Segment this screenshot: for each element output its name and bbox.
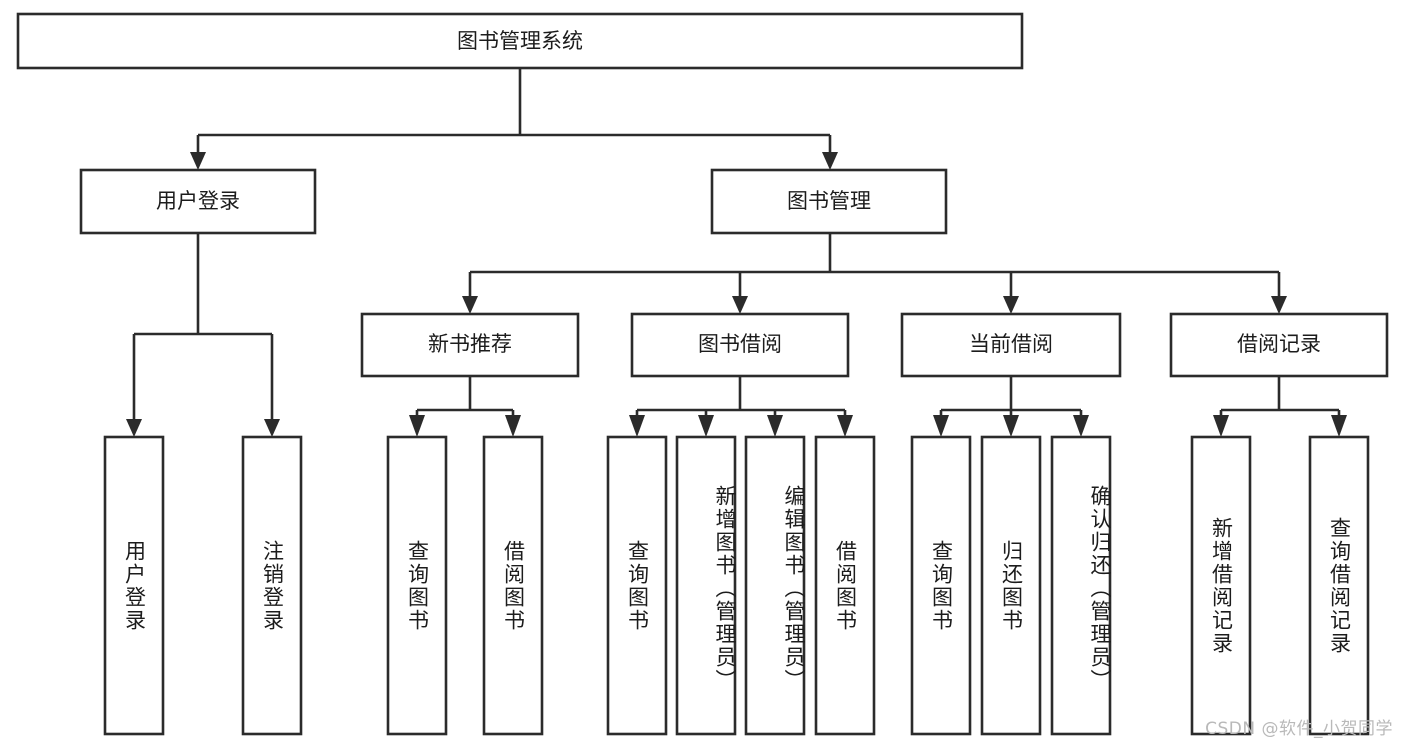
node-current-borrow-label: 当前借阅 (969, 332, 1053, 356)
connector-group-current-borrow (933, 376, 1089, 437)
arrow-to-leaf-user-login (126, 419, 142, 437)
node-new-book-recommend-label: 新书推荐 (428, 332, 512, 356)
arrow-to-borrow-record (1271, 296, 1287, 314)
leaf-box-edit-book[interactable] (744, 435, 806, 736)
node-book-borrow[interactable]: 图书借阅 (630, 312, 850, 378)
arrow-to-leaf-query-book-2 (629, 415, 645, 437)
leaf-box-user-login[interactable] (103, 435, 165, 736)
arrow-to-leaf-query-book-3 (933, 415, 949, 437)
node-book-management-label: 图书管理 (787, 189, 871, 213)
leaf-box-query-book-3[interactable] (910, 435, 972, 736)
csdn-watermark: CSDN @软件_小贺同学 (1205, 719, 1393, 739)
arrow-to-leaf-return-book (1003, 415, 1019, 437)
leaf-box-return-book[interactable] (980, 435, 1042, 736)
leaf-boxes-group (103, 435, 1370, 736)
node-current-borrow-box[interactable] (900, 312, 1122, 378)
arrow-to-leaf-add-book (698, 415, 714, 437)
leaf-box-user-logout[interactable] (241, 435, 303, 736)
node-book-management[interactable]: 图书管理 (710, 168, 948, 235)
leaf-box-borrow-book-1[interactable] (482, 435, 544, 736)
node-current-borrow[interactable]: 当前借阅 (900, 312, 1122, 378)
connector-group-book-borrow (629, 376, 853, 437)
leaf-box-query-book-1[interactable] (386, 435, 448, 736)
node-new-book-recommend[interactable]: 新书推荐 (360, 312, 580, 378)
arrow-to-current-borrow (1003, 296, 1019, 314)
connector-group-borrow-record (1213, 376, 1347, 437)
leaf-box-confirm-return[interactable] (1050, 435, 1112, 736)
node-user-login-label: 用户登录 (156, 189, 240, 213)
arrow-to-leaf-confirm-return (1073, 415, 1089, 437)
arrow-to-leaf-query-book-1 (409, 415, 425, 437)
arrow-to-leaf-borrow-book-1 (505, 415, 521, 437)
node-book-borrow-label: 图书借阅 (698, 332, 782, 356)
node-user-login-box[interactable] (79, 168, 317, 235)
connector-group-new-book-recommend (409, 376, 521, 437)
arrow-to-leaf-borrow-book-2 (837, 415, 853, 437)
arrow-root-to-user-login (190, 152, 206, 170)
node-borrow-record[interactable]: 借阅记录 (1169, 312, 1389, 378)
arrow-to-leaf-edit-book (767, 415, 783, 437)
connector-group-root (190, 68, 838, 170)
connector-group-user-login (126, 233, 280, 437)
node-book-management-box[interactable] (710, 168, 948, 235)
node-new-book-recommend-box[interactable] (360, 312, 580, 378)
node-root[interactable]: 图书管理系统 (16, 12, 1024, 70)
leaf-box-add-book[interactable] (675, 435, 737, 736)
node-user-login[interactable]: 用户登录 (79, 168, 317, 235)
leaf-box-query-book-2[interactable] (606, 435, 668, 736)
arrow-to-leaf-query-record (1331, 415, 1347, 437)
arrow-to-leaf-user-logout (264, 419, 280, 437)
node-borrow-record-box[interactable] (1169, 312, 1389, 378)
connector-group-book-management (462, 233, 1287, 314)
arrow-to-leaf-add-record (1213, 415, 1229, 437)
node-root-box[interactable] (16, 12, 1024, 70)
leaf-box-add-record[interactable] (1190, 435, 1252, 736)
arrow-root-to-book-management (822, 152, 838, 170)
arrow-to-book-borrow (732, 296, 748, 314)
node-book-borrow-box[interactable] (630, 312, 850, 378)
arrow-to-new-book-recommend (462, 296, 478, 314)
leaf-box-borrow-book-2[interactable] (814, 435, 876, 736)
node-root-label: 图书管理系统 (457, 29, 583, 53)
node-borrow-record-label: 借阅记录 (1237, 332, 1321, 356)
leaf-box-query-record[interactable] (1308, 435, 1370, 736)
